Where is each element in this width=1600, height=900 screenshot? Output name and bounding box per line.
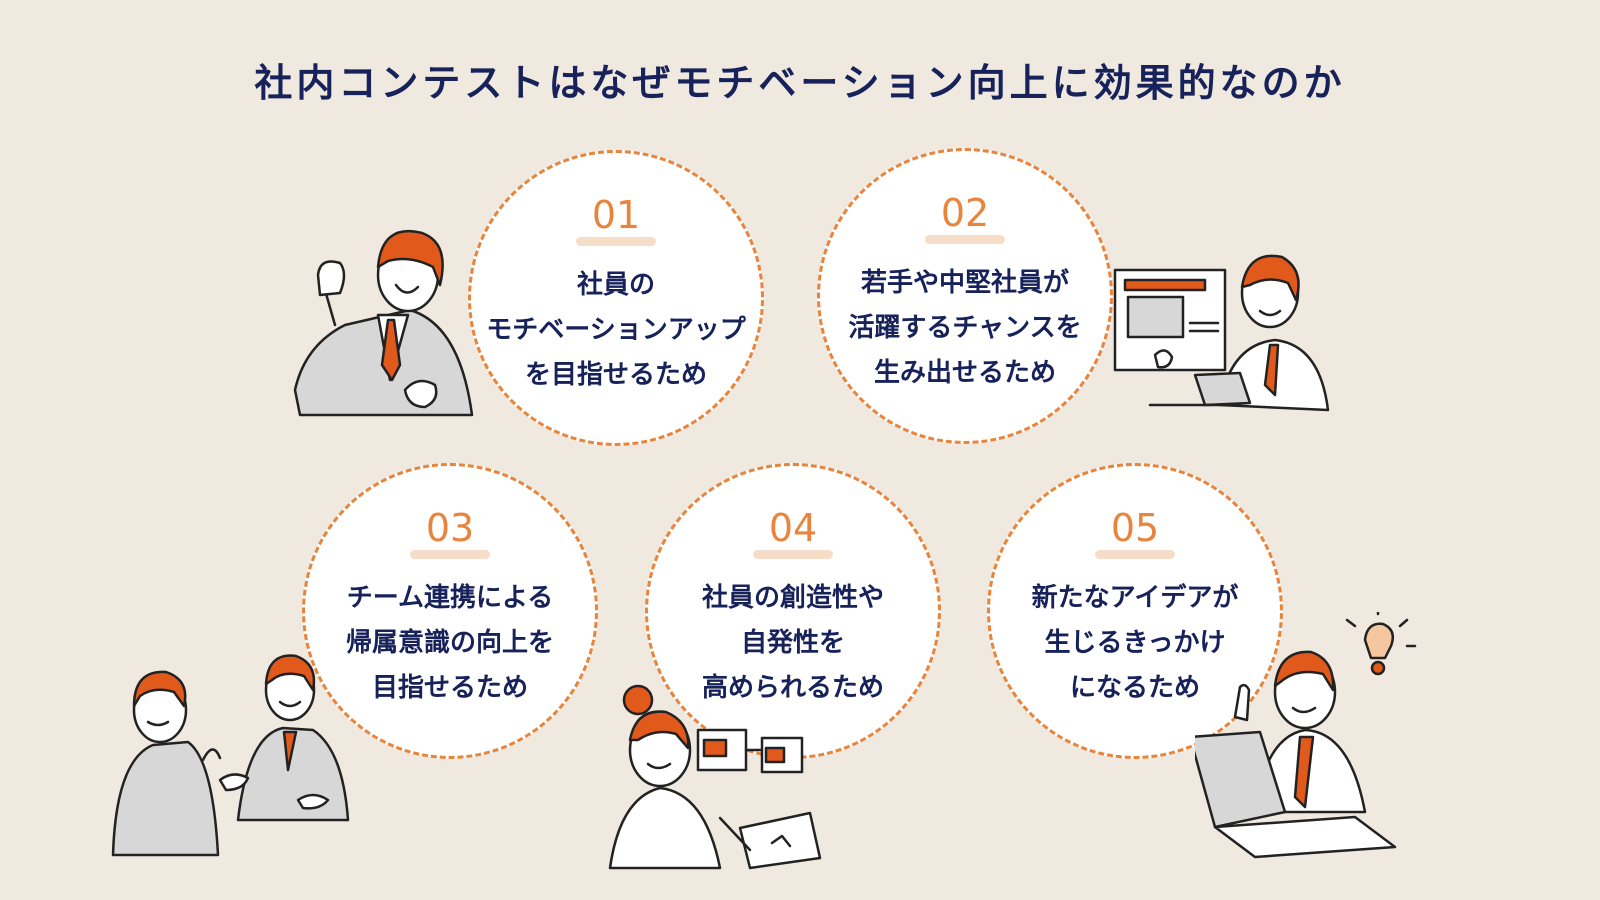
reason-circle-02: 02 若手や中堅社員が 活躍するチャンスを 生み出せるため: [817, 148, 1113, 444]
page-title: 社内コンテストはなぜモチベーション向上に効果的なのか: [254, 61, 1346, 105]
reason-line: 新たなアイデアが: [1031, 583, 1239, 613]
cheering-businessman-illustration: [293, 229, 474, 417]
reason-line: チーム連携による: [346, 583, 554, 613]
brush-underline: [1095, 550, 1175, 559]
reason-text: 社員の モチベーションアップ を目指せるため: [471, 263, 761, 398]
reason-number: 03: [425, 506, 475, 550]
reason-line: になるため: [1069, 673, 1200, 703]
reason-text: 社員の創造性や 自発性を 高められるため: [648, 576, 938, 711]
reason-line: 生み出せるため: [873, 358, 1056, 388]
reason-number: 02: [940, 191, 990, 235]
reason-number: 01: [591, 193, 641, 237]
reason-number: 05: [1110, 506, 1160, 550]
reason-line: 高められるため: [701, 673, 884, 703]
brush-underline: [753, 550, 833, 559]
reason-line: を目指せるため: [524, 360, 707, 390]
reason-circle-05: 05 新たなアイデアが 生じるきっかけ になるため: [987, 463, 1283, 759]
reason-circle-03: 03 チーム連携による 帰属意識の向上を 目指せるため: [302, 463, 598, 759]
reason-text: 新たなアイデアが 生じるきっかけ になるため: [990, 576, 1280, 711]
reason-line: 活躍するチャンスを: [848, 313, 1082, 343]
reason-circle-04: 04 社員の創造性や 自発性を 高められるため: [645, 463, 941, 759]
team-conversation-illustration: [111, 654, 350, 857]
reason-line: 若手や中堅社員が: [860, 268, 1069, 298]
brush-underline: [925, 235, 1005, 244]
presenter-illustration: [1113, 254, 1330, 412]
idea-laptop-illustration: [1195, 612, 1417, 859]
reason-line: 目指せるため: [371, 673, 528, 703]
reason-line: 自発性を: [740, 628, 845, 658]
reason-line: 帰属意識の向上を: [345, 628, 554, 658]
reason-line: 社員の創造性や: [701, 583, 884, 613]
creative-woman-illustration: [608, 684, 822, 870]
reason-line: モチベーションアップ: [486, 315, 746, 345]
reason-line: 生じるきっかけ: [1044, 628, 1226, 658]
reason-text: 若手や中堅社員が 活躍するチャンスを 生み出せるため: [820, 261, 1110, 396]
reason-circle-01: 01 社員の モチベーションアップ を目指せるため: [468, 150, 764, 446]
brush-underline: [576, 237, 656, 246]
reason-number: 04: [768, 506, 818, 550]
brush-underline: [410, 550, 490, 559]
reason-line: 社員の: [576, 270, 655, 300]
reason-text: チーム連携による 帰属意識の向上を 目指せるため: [305, 576, 595, 711]
